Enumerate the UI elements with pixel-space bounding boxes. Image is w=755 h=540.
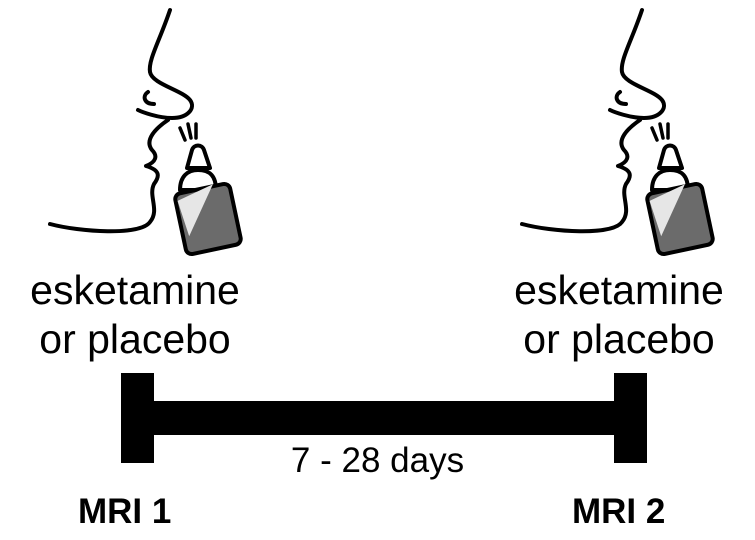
interval-bar [154,401,614,435]
left-drug-line2: or placebo [39,316,231,362]
left-drug-line1: esketamine [30,267,240,313]
left-drug-label: esketamine or placebo [0,266,270,364]
nasal-spray-profile-icon [48,8,243,257]
interval-label: 7 - 28 days [290,441,465,480]
mri-2-label: MRI 2 [572,492,666,531]
right-drug-label: esketamine or placebo [484,266,754,364]
nasal-spray-profile-icon [520,8,715,257]
mri-1-label: MRI 1 [78,492,172,531]
left-end-cap [121,373,154,463]
right-end-cap [614,373,647,463]
right-drug-line2: or placebo [523,316,715,362]
right-drug-line1: esketamine [514,267,724,313]
